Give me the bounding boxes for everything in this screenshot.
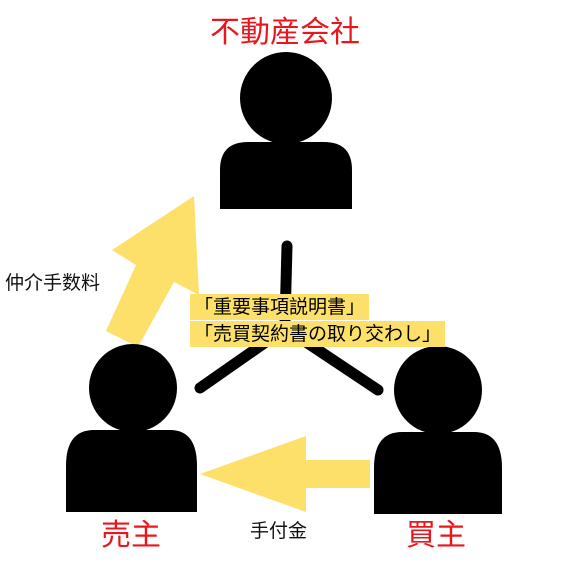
commission-arrow [106, 196, 199, 347]
seller-person-icon [66, 344, 197, 512]
commission-label: 仲介手数料 [5, 272, 101, 294]
deposit-arrow [200, 436, 370, 512]
agency-label: 不動産会社 [210, 15, 360, 50]
deposit-label: 手付金 [250, 520, 308, 542]
buyer-label: 買主 [406, 518, 466, 553]
document-line-2: 「売買契約書の取り交わし」 [190, 321, 446, 347]
document-line-1: 「重要事項説明書」 [190, 294, 370, 320]
agency-person-icon [220, 52, 352, 209]
seller-label: 売主 [101, 518, 161, 553]
buyer-person-icon [374, 346, 502, 514]
